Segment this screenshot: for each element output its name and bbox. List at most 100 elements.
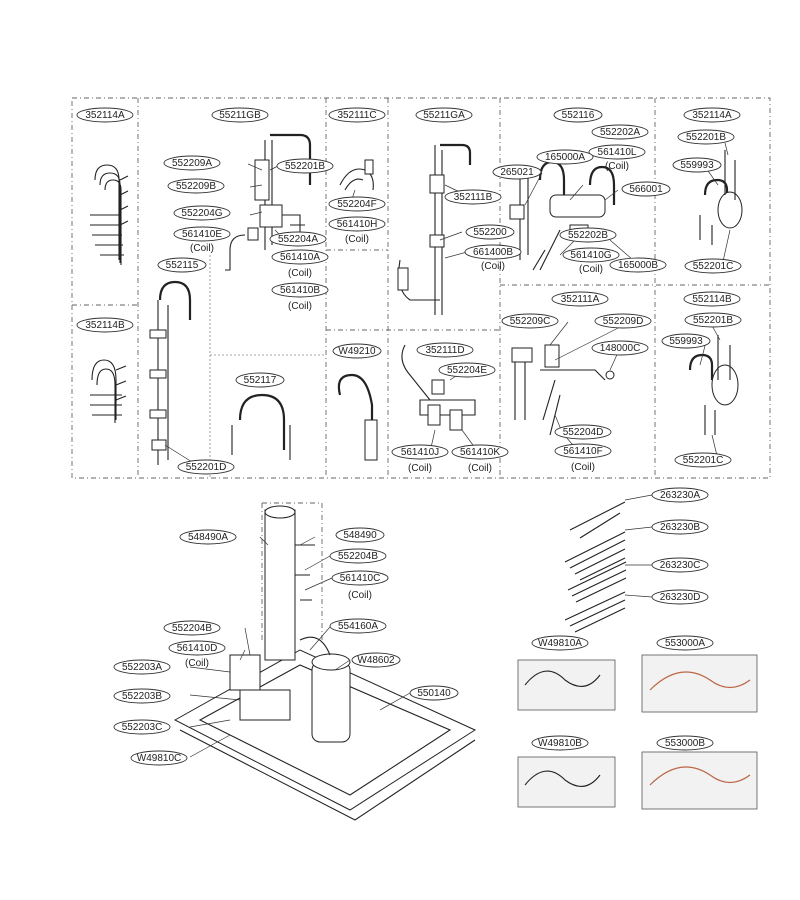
part-label-352111d: 352111D [425, 345, 464, 356]
label-oval [551, 291, 609, 307]
part-label-148000c: 148000C [600, 343, 641, 354]
part-label-561410j: 561410J [401, 447, 439, 458]
label-oval [177, 459, 235, 475]
part-label-55211gb: 55211GB [219, 110, 261, 121]
part-label-561410c: 561410C [340, 573, 381, 584]
label-oval [331, 570, 389, 586]
part-label-561410d: 561410D [177, 643, 218, 654]
coil-note: (Coil) [605, 161, 629, 172]
label-oval [562, 247, 620, 263]
label-oval [464, 244, 522, 260]
part-label-165000a: 165000A [545, 152, 585, 163]
pipe-assembly-352111d [401, 344, 476, 431]
label-oval [674, 452, 732, 468]
part-label-552204g: 552204G [181, 208, 222, 219]
label-oval [276, 158, 334, 174]
compressor-base-assembly [173, 505, 477, 821]
part-label-w49810b: W49810B [538, 738, 582, 749]
part-label-552203a: 552203A [122, 662, 162, 673]
part-label-552203c: 552203C [122, 722, 163, 733]
valve-assembly-55211gb [225, 133, 312, 271]
compressor-assembly-frame [261, 502, 323, 640]
part-label-552204f: 552204F [337, 199, 376, 210]
coil-note: (Coil) [185, 658, 209, 669]
label-oval [113, 719, 171, 735]
part-labels: 352114A 55211GB 352111C 55211GA 552116 3… [76, 107, 742, 766]
label-oval [332, 343, 382, 359]
label-oval [444, 189, 502, 205]
label-oval [591, 340, 649, 356]
part-label-552201c-r2: 552201C [683, 455, 724, 466]
label-oval [531, 635, 589, 651]
pipe-552115 [149, 280, 192, 465]
part-label-352114a-right: 352114A [692, 110, 732, 121]
coil-note: (Coil) [468, 463, 492, 474]
part-label-265021: 265021 [500, 167, 534, 178]
part-label-553000b: 553000B [665, 738, 705, 749]
part-label-552202a: 552202A [600, 127, 640, 138]
part-label-553000a: 553000A [665, 638, 705, 649]
part-label-552204b-low: 552204B [172, 623, 212, 634]
pipe-assembly-55211ga [397, 143, 472, 315]
label-oval [651, 589, 709, 605]
part-label-552209b: 552209B [176, 181, 216, 192]
coil-note: (Coil) [481, 261, 505, 272]
label-oval [113, 659, 171, 675]
label-oval [335, 527, 385, 543]
label-oval [651, 557, 709, 573]
label-oval [683, 107, 741, 123]
label-oval [409, 685, 459, 701]
part-label-548490: 548490 [343, 530, 377, 541]
label-oval [588, 144, 646, 160]
part-label-w48602: W48602 [357, 655, 395, 666]
label-oval [684, 312, 742, 328]
part-label-561410e: 561410E [182, 229, 222, 240]
part-label-552204a: 552204A [278, 234, 318, 245]
label-oval [179, 529, 237, 545]
part-label-559993-r1: 559993 [680, 160, 714, 171]
pipe-352111c [339, 159, 374, 191]
label-oval [351, 652, 401, 668]
part-label-561410l: 561410L [598, 147, 637, 158]
part-label-561410b: 561410B [280, 285, 320, 296]
part-label-263230b: 263230B [660, 522, 700, 533]
label-oval [113, 688, 171, 704]
pipe-552117 [231, 393, 291, 460]
label-oval [553, 107, 603, 123]
label-oval [609, 257, 667, 273]
coil-note: (Coil) [288, 268, 312, 279]
label-oval [559, 227, 617, 243]
label-oval [554, 424, 612, 440]
label-oval [173, 226, 231, 242]
label-oval [656, 635, 714, 651]
label-oval [173, 205, 231, 221]
accumulator-right-bottom [688, 335, 739, 435]
label-oval [269, 231, 327, 247]
label-oval [168, 640, 226, 656]
part-label-352114b: 352114B [85, 320, 125, 331]
label-oval [492, 164, 542, 180]
pipe-bundle-352114a [90, 164, 129, 265]
part-label-661400b: 661400B [473, 247, 513, 258]
part-label-552201d: 552201D [186, 462, 227, 473]
label-oval [391, 444, 449, 460]
label-oval [661, 333, 711, 349]
label-oval [157, 257, 207, 273]
part-label-561410g: 561410G [570, 250, 611, 261]
label-oval [531, 735, 589, 751]
label-oval [163, 620, 221, 636]
wire-set-263230 [564, 501, 627, 633]
part-label-552200: 552200 [473, 227, 507, 238]
part-label-263230d: 263230D [660, 592, 701, 603]
label-oval [672, 157, 722, 173]
accumulator-right-top [699, 150, 743, 245]
part-label-552116: 552116 [562, 110, 595, 121]
label-oval [271, 249, 329, 265]
part-label-559993-r2: 559993 [669, 336, 703, 347]
part-label-w49810c: W49810C [137, 753, 181, 764]
part-label-552115: 552115 [166, 260, 199, 271]
part-label-552114b: 552114B [692, 294, 732, 305]
part-label-552204d: 552204D [563, 427, 604, 438]
